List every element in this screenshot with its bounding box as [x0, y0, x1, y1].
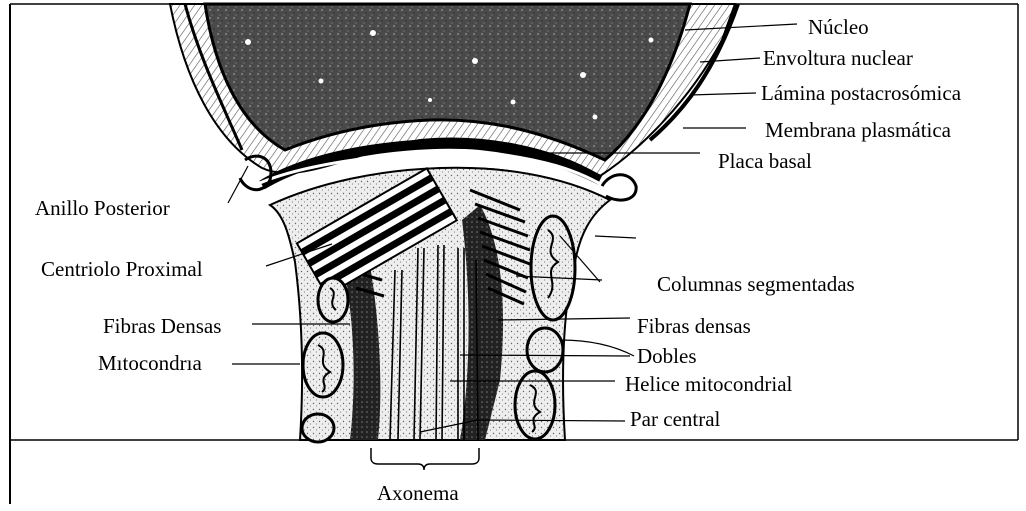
label-centriolo-proximal: Centriolo Proximal	[41, 257, 203, 281]
label-membrana-plasmatica: Membrana plasmática	[765, 118, 951, 142]
label-axonema: Axonema	[377, 481, 459, 505]
label-fibras-densas-right: Fibras densas	[637, 314, 751, 338]
label-placa-basal: Placa basal	[718, 149, 812, 173]
label-mitocondria: Mıtocondrıa	[98, 351, 202, 375]
label-columnas-segmentadas: Columnas segmentadas	[657, 272, 855, 296]
label-fibras-densas-left: Fibras Densas	[103, 314, 221, 338]
sperm-head	[170, 4, 738, 176]
label-anillo-posterior: Anillo Posterior	[35, 196, 170, 220]
label-dobles: Dobles	[637, 344, 697, 368]
label-envoltura-nuclear: Envoltura nuclear	[763, 46, 913, 70]
label-helice-mitocondrial: Helice mitocondrial	[625, 372, 792, 396]
label-lamina-postacrosomica: Lámina postacrosómica	[761, 81, 961, 105]
label-nucleo: Núcleo	[808, 15, 869, 39]
axonema-brace	[371, 448, 479, 470]
label-par-central: Par central	[630, 407, 720, 431]
